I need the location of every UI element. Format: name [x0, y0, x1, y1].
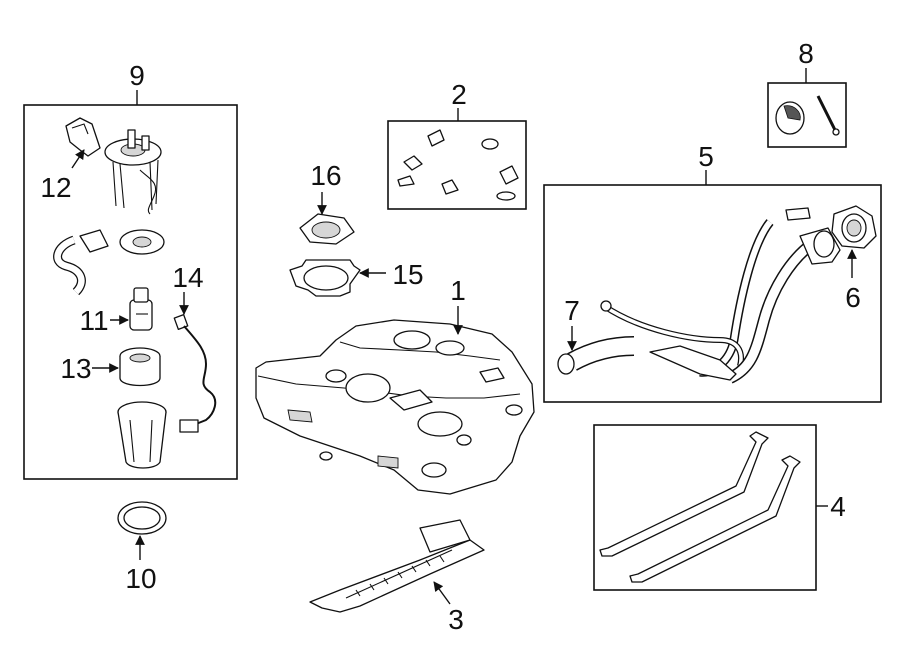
callout-16: 16: [310, 160, 341, 191]
tank-strap-parts: [599, 431, 801, 583]
callout-10: 10: [125, 563, 156, 594]
pump-bracket-part: [65, 117, 101, 157]
filler-pipe-box: [543, 184, 882, 403]
fuel-cap-group: 8: [767, 38, 847, 148]
sender-plate-part: [299, 213, 355, 245]
filler-pipe-part: [600, 207, 841, 384]
callout-12: 12: [40, 172, 71, 203]
pump-ring-part: [119, 229, 165, 255]
fuel-cap-part: [775, 95, 840, 136]
pads-group: 2: [387, 79, 527, 210]
pump-module-box: [23, 104, 238, 480]
fuel-tank-part: [255, 319, 535, 495]
pads-box: [387, 120, 527, 210]
pump-module-group: 9 12: [23, 60, 238, 480]
fuel-cap-box: [767, 82, 847, 148]
callout-14: 14: [172, 262, 203, 293]
callout-1: 1: [450, 275, 466, 306]
lock-ring-part: [289, 259, 361, 297]
tank-straps-group: 4: [593, 424, 846, 591]
wire-harness-part: [173, 314, 217, 433]
fuel-pump-part: [129, 287, 153, 331]
pump-hose-part: [53, 229, 109, 296]
callout-6: 6: [845, 282, 861, 313]
o-ring-part: [117, 501, 167, 535]
pad-shapes: [397, 129, 519, 201]
heat-shield-part: [309, 519, 485, 613]
callout-11: 11: [79, 305, 108, 336]
callout-9: 9: [129, 60, 145, 91]
callout-8: 8: [798, 38, 814, 69]
tank-straps-box: [593, 424, 817, 591]
callout-4: 4: [830, 491, 846, 522]
filler-housing-part: [831, 205, 877, 249]
filler-pipe-group: 5 7 6: [543, 141, 882, 403]
strainer-part: [119, 347, 161, 387]
callout-15: 15: [392, 259, 423, 290]
callout-3: 3: [448, 604, 464, 635]
reservoir-part: [117, 401, 167, 469]
filler-hose-part: [557, 336, 635, 375]
callout-2: 2: [451, 79, 467, 110]
callout-5: 5: [698, 141, 714, 172]
callout-7: 7: [564, 295, 580, 326]
leader-12: [71, 149, 85, 169]
pump-sender-part: [104, 129, 162, 215]
callout-13: 13: [60, 353, 91, 384]
leader-3: [433, 581, 451, 605]
